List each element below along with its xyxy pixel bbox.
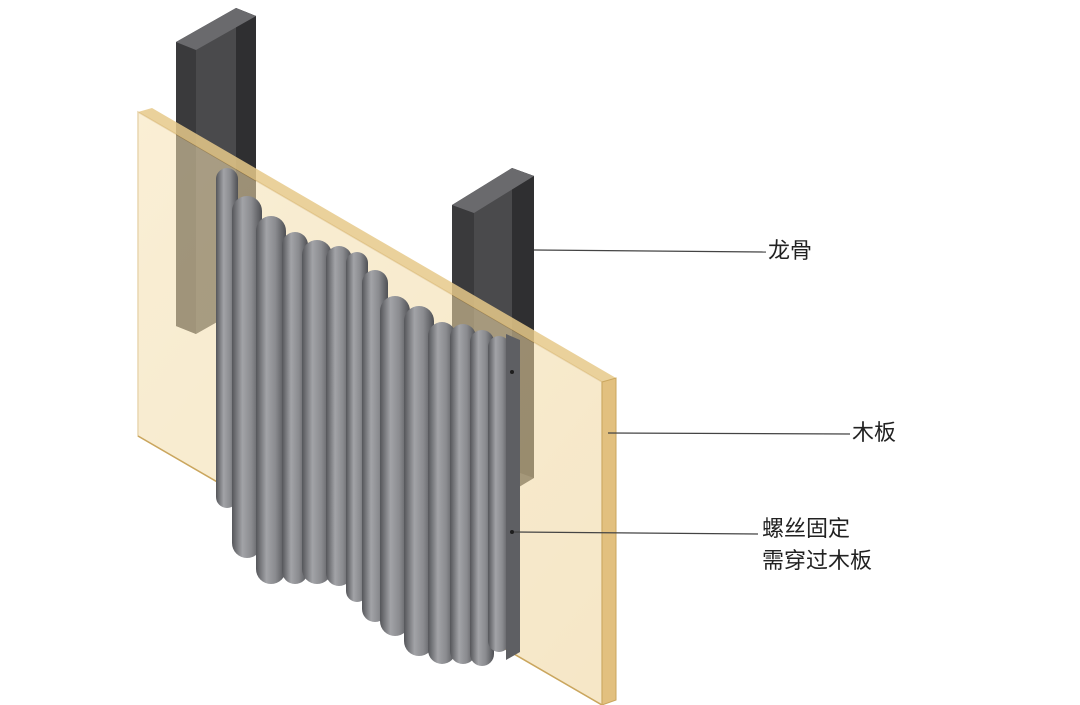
leader-keel xyxy=(533,249,767,253)
label-screw-line2: 需穿过木板 xyxy=(762,549,873,574)
label-screw-line1: 螺丝固定 xyxy=(762,517,851,542)
leader-lines xyxy=(513,249,851,535)
leader-board xyxy=(607,432,851,435)
leader-screw xyxy=(513,531,759,535)
label-board: 木板 xyxy=(852,421,897,446)
label-keel: 龙骨 xyxy=(768,239,813,264)
label-screw: 螺丝固定 需穿过木板 xyxy=(762,514,872,578)
tube-panel xyxy=(216,168,520,666)
